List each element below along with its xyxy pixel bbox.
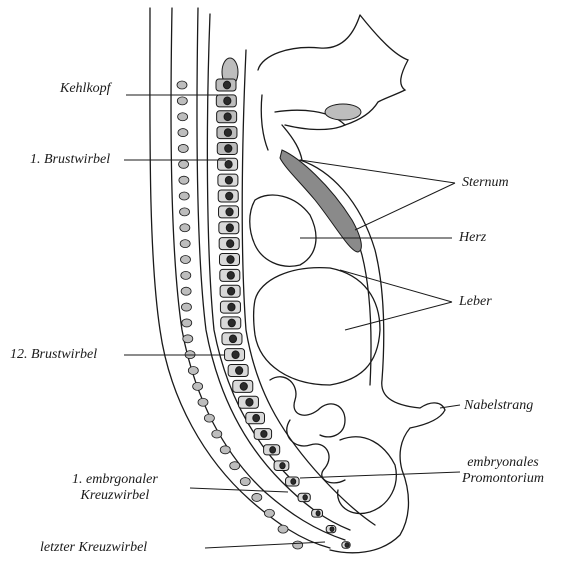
spinous-process [180, 224, 190, 232]
label-herz: Herz [459, 230, 486, 246]
vertebral-nucleus [226, 208, 233, 216]
spinous-process [193, 382, 203, 390]
spinous-process [212, 430, 222, 438]
vertebral-nucleus [224, 97, 231, 105]
spinous-process [182, 319, 192, 327]
vertebral-nucleus [225, 176, 232, 184]
spinous-process [179, 176, 189, 184]
label-promontorium-line1: embryonales [462, 455, 544, 471]
vertebral-nucleus [226, 224, 233, 232]
vertebral-nucleus [225, 145, 232, 153]
vertebral-nucleus [228, 303, 235, 311]
leader-kreuzwirbel-1 [190, 488, 288, 492]
vertebral-nucleus [291, 479, 296, 485]
vertebral-nucleus [246, 398, 253, 406]
tongue-shape [325, 104, 361, 120]
vertebral-nucleus [228, 287, 235, 295]
spinous-process [181, 271, 191, 279]
vertebral-nucleus [227, 272, 234, 280]
label-sternum: Sternum [462, 175, 509, 191]
vertebral-nucleus [227, 240, 234, 248]
vertebral-nucleus [330, 527, 334, 532]
spinous-process [230, 462, 240, 470]
spinous-process [181, 287, 191, 295]
vertebral-nucleus [223, 81, 230, 89]
leader-sternum-b [355, 183, 455, 230]
spinous-process [178, 144, 188, 152]
spinous-process [178, 129, 188, 137]
spinous-process [252, 493, 262, 501]
spinous-process [264, 509, 274, 517]
spinous-process [278, 525, 288, 533]
vertebral-nucleus [232, 351, 239, 359]
spinous-process [183, 335, 193, 343]
vertebral-bodies [216, 79, 350, 548]
vertebral-nucleus [253, 414, 260, 421]
vertebral-nucleus [224, 129, 231, 137]
vertebral-nucleus [261, 431, 267, 438]
vertebral-nucleus [270, 447, 276, 454]
label-nabelstrang: Nabelstrang [464, 398, 533, 414]
heart-outline [250, 195, 316, 266]
label-kehlkopf: Kehlkopf [60, 81, 111, 97]
vertebral-nucleus [225, 160, 232, 168]
label-leber: Leber [459, 294, 492, 310]
label-kreuzwirbel-1: 1. embrgonaler Kreuzwirbel [72, 472, 158, 504]
spinous-process [198, 398, 208, 406]
spinous-process [180, 208, 190, 216]
spinous-process [177, 81, 187, 89]
label-promontorium-line2: Promontorium [462, 471, 544, 487]
vertebral-nucleus [303, 495, 307, 500]
spinous-process [204, 414, 214, 422]
ventral-outline [300, 160, 445, 553]
label-kreuzwirbel-1-line1: 1. embrgonaler [72, 472, 158, 488]
vertebral-nucleus [280, 463, 285, 469]
leader-promontorium [300, 472, 460, 478]
sternum-shape [280, 150, 361, 252]
spinous-process [179, 160, 189, 168]
spinous-process [220, 446, 230, 454]
label-promontorium: embryonales Promontorium [462, 455, 544, 487]
label-kreuzwirbel-1-line2: Kreuzwirbel [72, 488, 158, 504]
spinous-process [180, 255, 190, 263]
spinous-process [179, 192, 189, 200]
spinous-process [177, 97, 187, 105]
leader-letzter-kreuzwirbel [205, 542, 325, 548]
label-brustwirbel-12: 12. Brustwirbel [10, 347, 97, 363]
spinous-process [178, 113, 188, 121]
spinous-process [188, 367, 198, 375]
label-letzter-kreuzwirbel: letzter Kreuzwirbel [40, 540, 147, 556]
leader-leber-b [345, 302, 452, 330]
vertebral-nucleus [240, 383, 247, 391]
label-brustwirbel-1: 1. Brustwirbel [30, 152, 110, 168]
vertebral-nucleus [229, 335, 236, 343]
vertebral-nucleus [227, 256, 234, 264]
vertebral-nucleus [345, 543, 349, 547]
throat-curve [261, 95, 268, 150]
spinous-process [240, 478, 250, 486]
vertebral-nucleus [224, 113, 231, 121]
vertebral-nucleus [236, 367, 243, 375]
vertebral-nucleus [226, 192, 233, 200]
vertebral-nucleus [316, 511, 320, 516]
vertebral-nucleus [228, 319, 235, 327]
spinous-process [181, 303, 191, 311]
spinous-process [293, 541, 303, 549]
spinous-process [180, 240, 190, 248]
leader-leber-a [340, 270, 452, 302]
